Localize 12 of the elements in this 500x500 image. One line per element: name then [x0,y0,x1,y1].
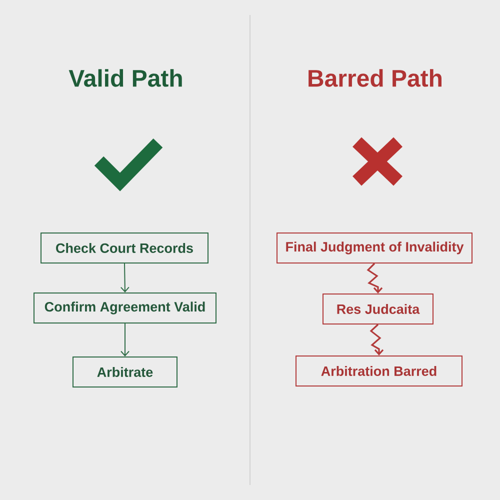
process-box: Final Judgment of Invalidity [276,232,472,264]
cracked-arrow [370,324,384,356]
arrow [120,263,130,292]
process-box: Arbitration Barred [296,356,462,386]
cracked-arrow [366,262,383,294]
arrow [120,323,130,356]
process-box: Arbitrate [72,356,178,388]
heading: Valid Path [68,69,182,87]
process-box: Check Court Records [40,232,208,264]
heading: Barred Path [308,69,442,87]
process-box: Confirm Agreement Valid [34,292,216,324]
process-box: Res Judcaita [322,294,434,324]
